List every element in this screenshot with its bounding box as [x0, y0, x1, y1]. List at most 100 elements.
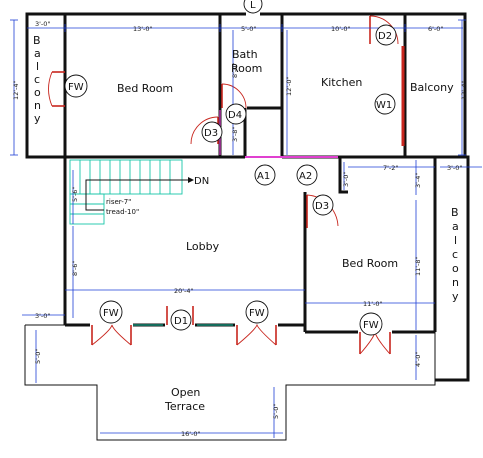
label-balcony-left-y: y	[34, 112, 41, 125]
d1-leaves	[166, 306, 194, 325]
fw-bl-arc	[91, 324, 132, 346]
dim-3-0-right: 3'-0"	[447, 164, 462, 172]
dim-4-0: 4'-0"	[414, 352, 422, 367]
dim-3-4: 3'-4"	[414, 173, 422, 188]
d2-arc	[369, 15, 399, 45]
dim-3-0-botleft: 3'-0"	[35, 312, 50, 320]
label-balcony-right-top: Balcony	[410, 81, 454, 94]
label-balcony-rv-y: y	[452, 290, 459, 303]
label-balcony-rv-o: o	[452, 262, 459, 275]
tag-d4: D4	[228, 110, 242, 121]
tag-w1-circle	[374, 93, 396, 115]
dim-7-2: 7'-2"	[383, 164, 398, 172]
stair-riser: riser-7"	[106, 198, 131, 206]
label-bed-room-right: Bed Room	[342, 257, 398, 270]
tag-a2-circle	[296, 164, 318, 186]
tags: FW D4 D3 D2 W1 A1 A2 D3 FW D1 FW FW L	[64, 0, 397, 336]
label-bath-room-2: Room	[231, 62, 262, 75]
fw-bm-leaves	[236, 325, 277, 345]
stair-landing	[69, 193, 105, 225]
dimension-text: 3'-0" 13'-0" 5'-0" 10'-0" 6'-0" 12'-4" 8…	[12, 20, 468, 438]
fw-bm-arc	[236, 323, 277, 346]
stair-direction-arrow	[85, 179, 192, 211]
dim-3-8: 3'-8"	[231, 127, 239, 142]
tag-fw-bm-circle	[245, 300, 269, 324]
stair-tread-note: tread-10"	[106, 208, 139, 216]
dim-11-8: 11'-8"	[414, 256, 422, 276]
fw-br-arc	[359, 331, 391, 355]
label-balcony-left-o: o	[34, 86, 41, 99]
dim-12-4-left: 12'-4"	[12, 80, 20, 100]
dim-5-0-right: 5'-0"	[272, 404, 280, 419]
label-lobby: Lobby	[186, 240, 220, 253]
tag-top-entry: L	[250, 0, 256, 11]
tag-d3-bed: D3	[315, 201, 329, 212]
label-open-terrace-2: Terrace	[164, 400, 205, 413]
tag-a2: A2	[299, 171, 312, 182]
tag-d1: D1	[174, 316, 188, 327]
label-balcony-rv-b: B	[451, 206, 459, 219]
label-balcony-rv-a: a	[452, 220, 459, 233]
stairs	[69, 159, 194, 225]
tag-fw-left: FW	[68, 82, 84, 93]
tag-top-entry-circle	[243, 0, 263, 14]
dim-20-4: 20'-4"	[174, 287, 194, 295]
dim-8-0-bath: 8'-0"	[231, 63, 239, 78]
label-balcony-left-c: c	[34, 73, 40, 86]
tag-d3-bed-circle	[312, 194, 334, 216]
doors	[48, 15, 405, 355]
dim-3-0-d3: 3'-0"	[342, 172, 350, 187]
tag-fw-bm: FW	[249, 308, 265, 319]
tag-fw-bl-circle	[99, 300, 123, 324]
d3-bath-arc	[190, 116, 219, 145]
label-bath-room-1: Bath	[232, 48, 258, 61]
walls	[24, 12, 470, 441]
tag-w1: W1	[376, 100, 392, 111]
label-kitchen: Kitchen	[321, 76, 362, 89]
label-balcony-left-l: l	[36, 60, 39, 73]
dim-5-6: 5'-6"	[71, 187, 79, 202]
dim-10-0: 10'-0"	[331, 25, 351, 33]
stair-dn: DN	[194, 176, 209, 187]
d4-arc	[221, 83, 247, 109]
dim-5-0-top: 5'-0"	[241, 25, 256, 33]
dim-12-0: 12'-0"	[285, 76, 293, 96]
dim-5-0-left: 5'-0"	[34, 349, 42, 364]
terrace-outline	[24, 325, 436, 441]
tag-a1: A1	[257, 171, 270, 182]
fw-left-arc	[48, 71, 53, 107]
tag-fw-br: FW	[363, 320, 379, 331]
balcony-right-vertical-wall	[435, 155, 470, 382]
dim-3-0-topleft: 3'-0"	[35, 20, 50, 28]
label-open-terrace-1: Open	[171, 386, 200, 399]
stair-run-upper	[69, 159, 183, 195]
dim-16-0: 16'-0"	[181, 430, 201, 438]
tag-d4-circle	[225, 103, 247, 125]
tag-fw-bl: FW	[103, 308, 119, 319]
fw-br-leaves	[359, 332, 391, 354]
tag-d2: D2	[378, 31, 392, 42]
label-balcony-left-a: a	[34, 47, 41, 60]
label-balcony-rv-n: n	[452, 276, 459, 289]
dim-8-6: 8'-6"	[71, 261, 79, 276]
tag-d1-circle	[170, 309, 192, 331]
tag-d3-bath-circle	[201, 121, 223, 143]
label-balcony-rv-c: c	[452, 248, 458, 261]
room-labels: B a l c o n y Bed Room Bath Room Kitchen…	[33, 34, 459, 413]
label-balcony-left-b: B	[33, 34, 41, 47]
label-balcony-rv-l: l	[454, 234, 457, 247]
dim-6-0: 6'-0"	[428, 25, 443, 33]
bedroom-right-notch	[338, 157, 348, 194]
tag-d3-bath: D3	[204, 128, 218, 139]
label-bed-room-top: Bed Room	[117, 82, 173, 95]
tag-d2-circle	[375, 24, 397, 46]
tag-fw-left-circle	[64, 74, 88, 98]
tag-a1-circle	[254, 164, 276, 186]
dim-13-0: 13'-0"	[133, 25, 153, 33]
dim-12-4-right: 12'-4"	[460, 80, 468, 100]
dim-11-0: 11'-0"	[363, 300, 383, 308]
stair-arrow-head	[188, 177, 194, 183]
fw-bl-leaves	[91, 325, 132, 345]
